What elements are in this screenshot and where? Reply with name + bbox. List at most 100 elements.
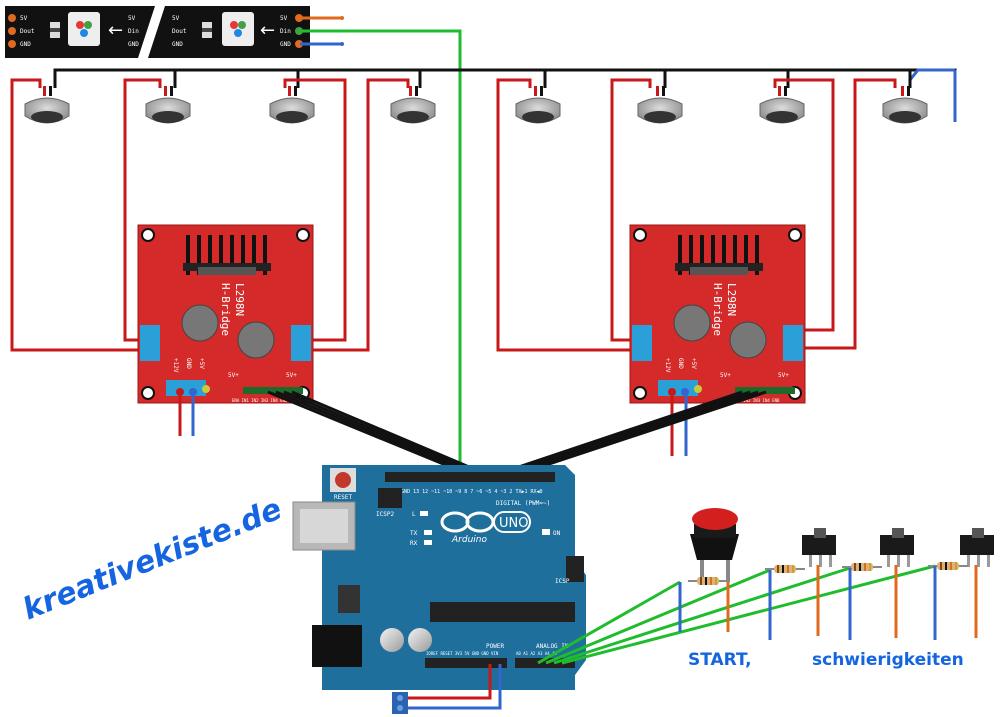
input-power-leads bbox=[678, 565, 978, 640]
arduino-uno-board: AREF GND 13 12 ~11 ~10 ~9 8 7 ~6 ~5 4 ~3… bbox=[292, 465, 586, 690]
vibration-motor-ground-rail bbox=[53, 68, 957, 122]
analog-header-label: ANALOG IN bbox=[536, 643, 569, 650]
arrow-left-icon: ← bbox=[108, 20, 123, 41]
mount-hole-icon bbox=[141, 228, 155, 242]
led-strip: 5V Dout GND ← 5V Din GND 5V Dout GND ← 5… bbox=[5, 6, 310, 58]
solder-pad bbox=[295, 27, 303, 35]
power-header-label: POWER bbox=[486, 643, 504, 650]
vibration-motor bbox=[145, 86, 191, 124]
enable-label: 5V+ bbox=[720, 372, 731, 379]
solder-pad bbox=[8, 40, 16, 48]
input-header bbox=[735, 387, 795, 394]
power-pin-label: +12V bbox=[664, 358, 671, 373]
resistor-icon bbox=[937, 562, 959, 570]
solder-pad bbox=[295, 14, 303, 22]
vibration-motor-icon bbox=[522, 111, 554, 123]
power-terminal bbox=[392, 664, 502, 714]
watermark: kreativekiste.de bbox=[18, 492, 287, 628]
difficulty-label: schwierigkeiten bbox=[812, 650, 964, 670]
difficulty-switches bbox=[802, 528, 994, 567]
reset-label: RESET bbox=[334, 494, 352, 501]
mount-hole-icon bbox=[141, 386, 155, 400]
vibration-motor-icon bbox=[766, 111, 798, 123]
motor-wires bbox=[10, 78, 897, 352]
start-button bbox=[690, 508, 739, 582]
slide-switch bbox=[960, 528, 994, 567]
icsp2-label: ICSP2 bbox=[376, 511, 394, 518]
brand-label: Arduino bbox=[451, 535, 487, 545]
mount-hole-icon bbox=[296, 228, 310, 242]
vibration-motor-icon bbox=[644, 111, 676, 123]
driver-subtitle-label: H-Bridge bbox=[711, 283, 724, 336]
capacitor bbox=[673, 304, 711, 342]
driver-name-label: L298N bbox=[725, 283, 738, 316]
vibration-motor-icon bbox=[276, 111, 308, 123]
vibration-motor bbox=[759, 86, 805, 124]
vibration-motor-icon bbox=[397, 111, 429, 123]
pin-label: GND bbox=[280, 41, 291, 48]
pin-label: GND bbox=[172, 41, 183, 48]
start-label: START, bbox=[688, 650, 752, 670]
driver-subtitle-label: H-Bridge bbox=[219, 283, 232, 336]
driver-control-wires bbox=[267, 390, 767, 477]
vibration-motor bbox=[882, 86, 928, 124]
led-l-label: L bbox=[412, 511, 416, 518]
enable-label: 5V+ bbox=[286, 372, 297, 379]
capacitor bbox=[181, 304, 219, 342]
pin-label: 5V bbox=[280, 15, 288, 22]
power-header bbox=[425, 658, 507, 668]
resistor bbox=[688, 577, 728, 585]
resistor-icon bbox=[697, 577, 719, 585]
resistor-icon bbox=[851, 563, 873, 571]
voltage-regulator bbox=[338, 585, 360, 613]
led-strip-wires bbox=[300, 16, 462, 480]
driver-name-label: L298N bbox=[233, 283, 246, 316]
vibration-motor-icon bbox=[152, 111, 184, 123]
power-pin-label: GND bbox=[677, 358, 684, 369]
power-terminal bbox=[166, 380, 206, 396]
input-header bbox=[243, 387, 303, 394]
motor-terminal-left bbox=[632, 325, 652, 361]
resistor-icon bbox=[774, 565, 796, 573]
resistor bbox=[842, 563, 882, 571]
vibration-motor bbox=[390, 86, 436, 124]
model-label: UNO bbox=[499, 516, 528, 531]
vibration-motor bbox=[637, 86, 683, 124]
switch-toggle-icon bbox=[892, 528, 904, 538]
screw-terminal bbox=[392, 692, 408, 714]
input-signal-wires bbox=[537, 564, 936, 665]
digital-pin-labels: AREF GND 13 12 ~11 ~10 ~9 8 7 ~6 ~5 4 ~3… bbox=[386, 489, 543, 495]
wire-data bbox=[300, 29, 462, 480]
pin-label: GND bbox=[128, 41, 139, 48]
capacitor bbox=[237, 321, 275, 359]
mount-hole-icon bbox=[633, 228, 647, 242]
power-terminal bbox=[658, 380, 698, 396]
power-pin-label: +12V bbox=[172, 358, 179, 373]
capacitor bbox=[408, 628, 432, 652]
digital-header bbox=[385, 472, 555, 482]
pin-label: Din bbox=[128, 28, 139, 35]
motor-terminal-right bbox=[291, 325, 311, 361]
enable-label: 5V+ bbox=[228, 372, 239, 379]
icsp2-header bbox=[378, 488, 402, 508]
atmega-chip bbox=[430, 602, 575, 622]
vibration-motor bbox=[24, 86, 70, 124]
dc-jack bbox=[312, 625, 362, 667]
on-label: ON bbox=[553, 530, 561, 537]
pin-label: Din bbox=[280, 28, 291, 35]
pin-label: GND bbox=[20, 41, 31, 48]
enable-label: 5V+ bbox=[778, 372, 789, 379]
arrow-left-icon: ← bbox=[260, 20, 275, 41]
mount-hole-icon bbox=[788, 228, 802, 242]
tx-label: TX bbox=[410, 530, 418, 537]
pin-label: 5V bbox=[172, 15, 180, 22]
analog-header bbox=[515, 658, 575, 668]
input-pin-labels: ENA IN1 IN2 IN3 IN4 ENB bbox=[232, 398, 288, 403]
power-pin-label: +5V bbox=[690, 358, 697, 369]
vibration-motors bbox=[24, 86, 928, 124]
capacitor bbox=[380, 628, 404, 652]
solder-pad bbox=[8, 14, 16, 22]
analog-pin-labels: A0 A1 A2 A3 A4 A5 bbox=[516, 651, 558, 656]
